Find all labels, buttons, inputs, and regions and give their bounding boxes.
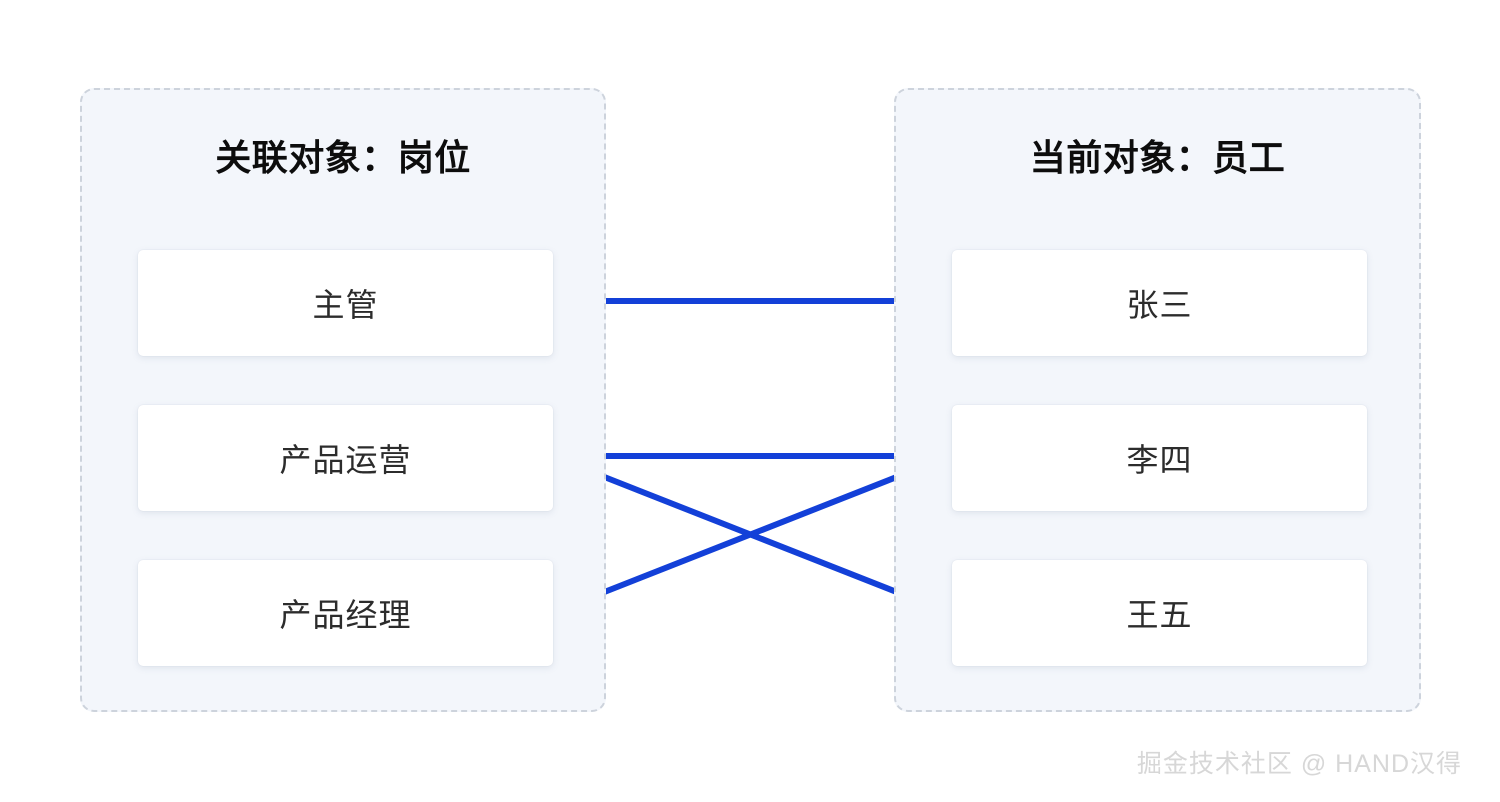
- current-object-title: 当前对象：员工: [896, 132, 1419, 184]
- current-object-title-text: 当前对象：员工: [1027, 132, 1288, 184]
- connector-line: [549, 453, 952, 616]
- position-card-product-operations[interactable]: 产品运营: [138, 405, 553, 511]
- watermark: 掘金技术社区 @ HAND汉得: [1136, 750, 1462, 778]
- employee-card-label: 王五: [1126, 597, 1193, 633]
- related-object-title: 关联对象：岗位: [82, 132, 604, 184]
- employee-card-label: 张三: [1126, 287, 1193, 323]
- employee-card-wangwu[interactable]: 王五: [952, 560, 1367, 666]
- employee-card-label: 李四: [1126, 442, 1193, 478]
- related-object-title-text: 关联对象：岗位: [213, 132, 473, 184]
- related-object-panel: 关联对象：岗位 主管 产品运营 产品经理: [80, 88, 606, 712]
- position-card-label: 主管: [312, 287, 379, 323]
- position-card-product-manager[interactable]: 产品经理: [138, 560, 553, 666]
- position-card-label: 产品经理: [279, 597, 412, 633]
- employee-card-lisi[interactable]: 李四: [952, 405, 1367, 511]
- position-card-label: 产品运营: [279, 442, 412, 478]
- employee-card-zhangsan[interactable]: 张三: [952, 250, 1367, 356]
- current-object-panel: 当前对象：员工 张三 李四 王五: [894, 88, 1421, 712]
- position-card-supervisor[interactable]: 主管: [138, 250, 553, 356]
- connector-line: [549, 453, 952, 616]
